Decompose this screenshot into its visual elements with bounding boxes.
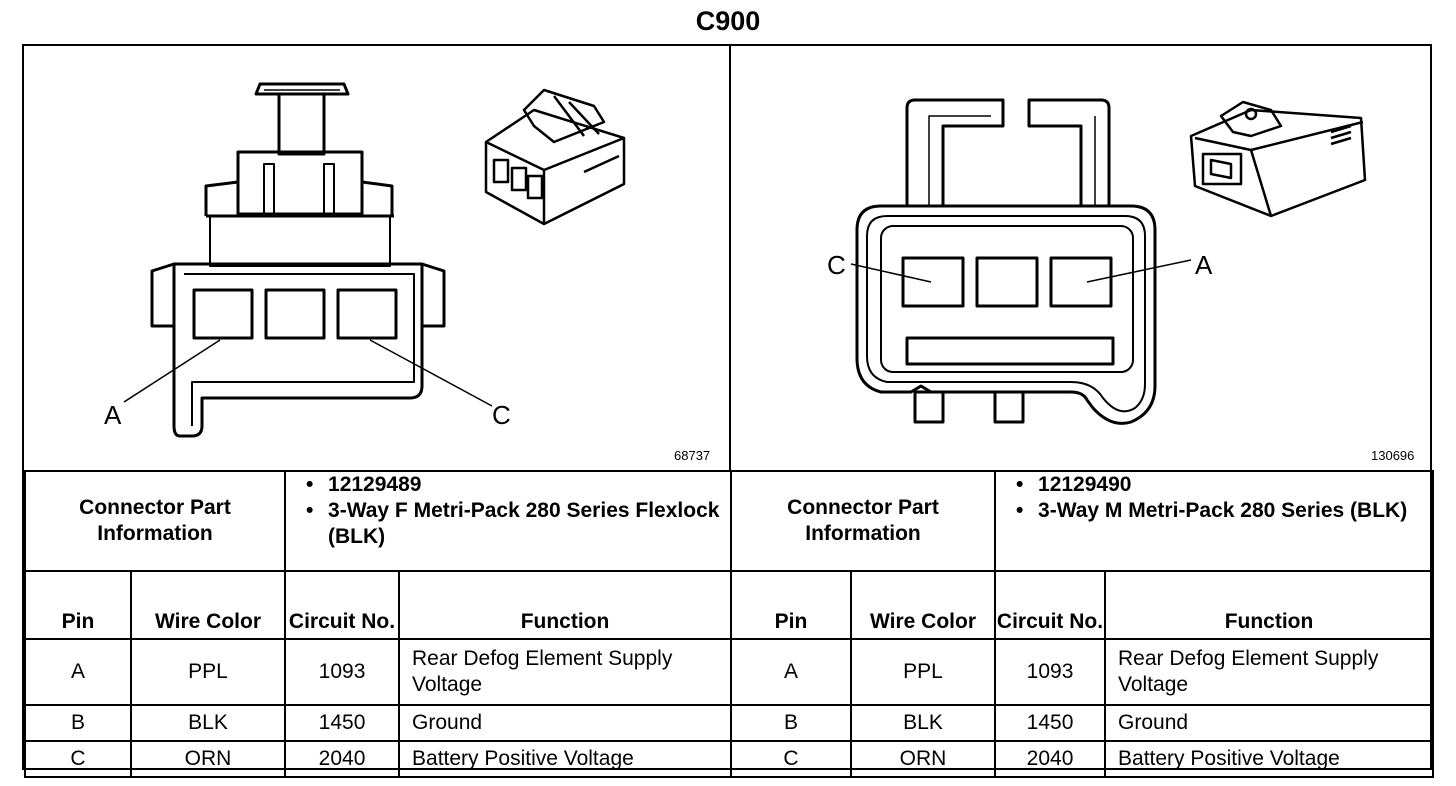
pin-callout-c: C	[492, 400, 511, 430]
pin-callout-a: A	[104, 400, 122, 430]
function-cell: Battery Positive Voltage	[1104, 740, 1435, 778]
wire-color-cell: PPL	[849, 638, 997, 706]
connector-sheet: A C 68737	[22, 44, 1435, 778]
circuit-cell: 1093	[994, 638, 1107, 706]
header-pin: Pin	[730, 570, 852, 640]
pin-callout-c: C	[827, 250, 846, 280]
left-pinout-table: Connector Part Information •12129489 •3-…	[23, 470, 733, 778]
figure-id: 130696	[1371, 448, 1415, 463]
header-pin: Pin	[24, 570, 132, 640]
female-connector-isometric-icon	[484, 88, 626, 226]
female-connector-face-drawing	[123, 82, 626, 438]
part-info-values: •12129490 •3-Way M Metri-Pack 280 Series…	[994, 470, 1435, 572]
part-info-row: Connector Part Information •12129490 •3-…	[729, 470, 1435, 572]
part-info-values: •12129489 •3-Way F Metri-Pack 280 Series…	[284, 470, 733, 572]
part-number: 12129490	[1038, 473, 1132, 496]
circuit-cell: 1450	[284, 704, 401, 742]
part-description: 3-Way F Metri-Pack 280 Series Flexlock (…	[328, 499, 720, 548]
table-row: B BLK 1450 Ground	[730, 704, 1435, 742]
pin-cell: B	[24, 704, 132, 742]
wire-color-cell: BLK	[129, 704, 287, 742]
function-cell: Battery Positive Voltage	[398, 740, 733, 778]
pin-cell: C	[730, 740, 852, 778]
header-function: Function	[398, 570, 733, 640]
table-header-row: Pin Wire Color Circuit No. Function	[24, 570, 733, 640]
function-cell: Ground	[1104, 704, 1435, 742]
page-title: C900	[695, 6, 761, 36]
table-row: B BLK 1450 Ground	[24, 704, 733, 742]
pin-cell: B	[730, 704, 852, 742]
table-row: C ORN 2040 Battery Positive Voltage	[24, 740, 733, 778]
function-cell: Rear Defog Element Supply Voltage	[398, 638, 733, 706]
panel-divider	[729, 46, 731, 470]
callout-a-leader	[1086, 259, 1192, 283]
figure-id: 68737	[674, 448, 711, 463]
header-wire-color: Wire Color	[129, 570, 287, 640]
wire-color-cell: PPL	[129, 638, 287, 706]
function-cell: Rear Defog Element Supply Voltage	[1104, 638, 1435, 706]
callout-c-leader	[850, 263, 932, 283]
part-number: 12129489	[328, 473, 422, 496]
function-cell: Ground	[398, 704, 733, 742]
table-row: A PPL 1093 Rear Defog Element Supply Vol…	[730, 638, 1435, 706]
circuit-cell: 2040	[994, 740, 1107, 778]
circuit-cell: 1093	[284, 638, 401, 706]
table-header-row: Pin Wire Color Circuit No. Function	[730, 570, 1435, 640]
wire-color-cell: ORN	[849, 740, 997, 778]
male-connector-isometric-icon	[1189, 100, 1367, 218]
header-circuit: Circuit No.	[284, 570, 401, 640]
part-description: 3-Way M Metri-Pack 280 Series (BLK)	[1038, 499, 1408, 522]
circuit-cell: 2040	[284, 740, 401, 778]
header-wire-color: Wire Color	[849, 570, 997, 640]
part-info-label: Connector Part Information	[23, 470, 287, 572]
left-connector-drawing: A C 68737	[24, 46, 728, 470]
circuit-cell: 1450	[994, 704, 1107, 742]
right-connector-drawing: C A 130696	[731, 46, 1432, 470]
callout-a-leader	[123, 339, 221, 403]
callout-c-leader	[369, 339, 493, 407]
wire-color-cell: ORN	[129, 740, 287, 778]
part-info-label: Connector Part Information	[729, 470, 997, 572]
pin-cell: A	[730, 638, 852, 706]
pin-callout-a: A	[1195, 250, 1213, 280]
table-row: A PPL 1093 Rear Defog Element Supply Vol…	[24, 638, 733, 706]
right-pinout-table: Connector Part Information •12129490 •3-…	[729, 470, 1435, 778]
header-function: Function	[1104, 570, 1435, 640]
pin-cell: A	[24, 638, 132, 706]
part-info-row: Connector Part Information •12129489 •3-…	[23, 470, 733, 572]
pin-cell: C	[24, 740, 132, 778]
header-circuit: Circuit No.	[994, 570, 1107, 640]
table-row: C ORN 2040 Battery Positive Voltage	[730, 740, 1435, 778]
wire-color-cell: BLK	[849, 704, 997, 742]
male-connector-face-drawing	[850, 98, 1367, 425]
